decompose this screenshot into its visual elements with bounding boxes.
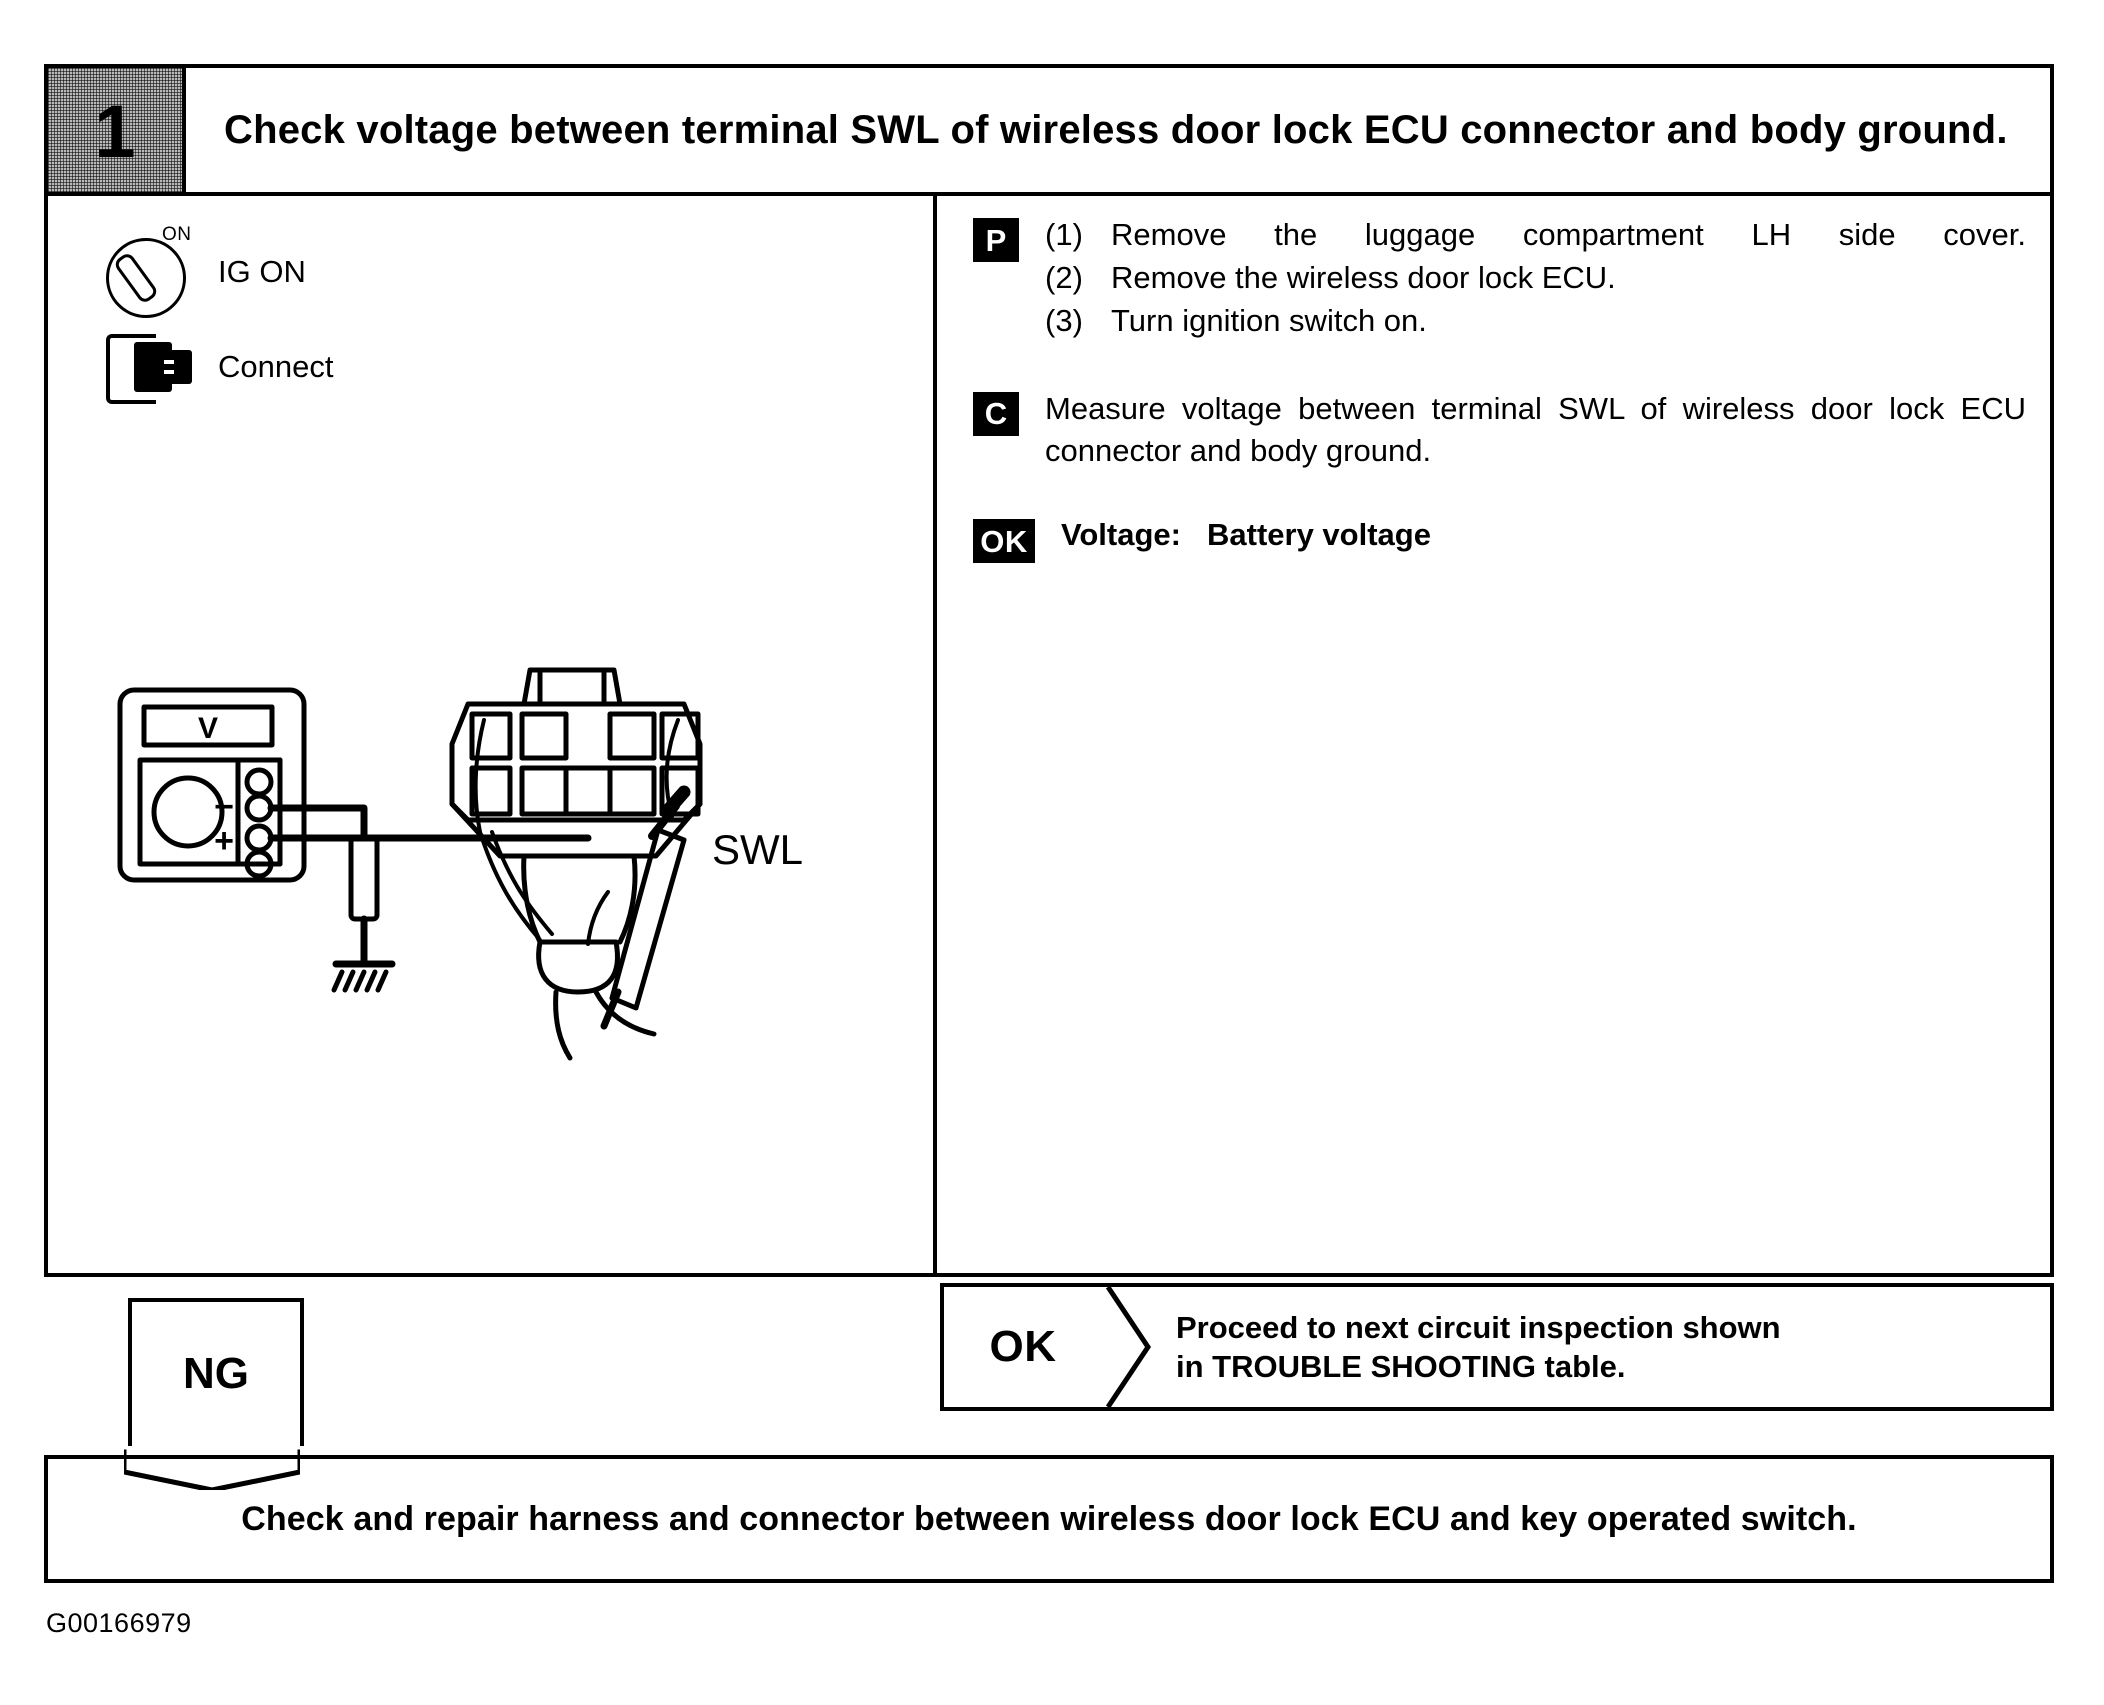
ok-outcome-text-line1: Proceed to next circuit inspection shown (1176, 1309, 1781, 1345)
badge-p: P (973, 218, 1019, 262)
outcome-ng: NG (124, 1298, 304, 1490)
step-text: Remove the luggage compartment LH side c… (1111, 217, 2026, 252)
boot-wire-a (553, 989, 573, 1061)
ok-spec-line: Voltage: Battery voltage (1061, 515, 2026, 555)
step-text: Turn ignition switch on. (1111, 303, 1427, 339)
ng-label: NG (183, 1349, 249, 1398)
ground-probe-body (348, 834, 380, 922)
ignition-key-icon: ON (106, 224, 191, 318)
result-action-box: Check and repair harness and connector b… (44, 1455, 2054, 1583)
multimeter-display (141, 704, 275, 748)
list-item: (1) Remove the luggage compartment LH si… (1045, 214, 2026, 255)
ok-spec-value: Battery voltage (1207, 517, 1431, 553)
step-box: 1 Check voltage between terminal SWL of … (44, 64, 2054, 1277)
wire-trace-3 (490, 830, 554, 936)
preparation-list: (1) Remove the luggage compartment LH si… (1045, 214, 2026, 342)
instruction-block-ok-spec: OK Voltage: Battery voltage (973, 515, 2026, 564)
connector-plug-tip (166, 350, 192, 384)
step-marker: (3) (1045, 303, 1083, 339)
meter-display-value: V (198, 712, 218, 745)
ok-outcome-text-line2: in TROUBLE SHOOTING table. (1176, 1349, 1626, 1384)
jack-plus-label: + (214, 822, 234, 860)
connector-rear-shell (449, 801, 703, 859)
connector-slot-bottom (164, 370, 174, 374)
connector-plug-body (134, 342, 172, 392)
instruction-block-check: C Measure voltage between terminal SWL o… (973, 388, 2026, 472)
connector-icon (106, 334, 192, 404)
condition-ig-on: ON IG ON (106, 224, 306, 318)
boot-wire-b (593, 989, 657, 1037)
cavity-top-4 (659, 711, 701, 761)
multimeter-jack-panel (235, 757, 283, 867)
wire-trace-1 (473, 718, 486, 834)
ignition-on-badge: ON (162, 224, 192, 245)
ok-outcome-text: Proceed to next circuit inspection shown… (1158, 1308, 2050, 1387)
harness-boot (536, 939, 620, 995)
connector-slot-top (164, 360, 174, 364)
ok-spec-label: Voltage: (1061, 517, 1181, 553)
check-text: Measure voltage between terminal SWL of … (1045, 390, 2026, 468)
condition-ig-on-label: IG ON (218, 254, 306, 289)
step-text: Remove the wireless door lock ECU. (1111, 260, 1616, 296)
connector-shell (106, 334, 156, 404)
jack-minus-label: − (214, 788, 234, 826)
badge-c: C (973, 391, 1019, 436)
multimeter-jack-plus (244, 823, 274, 853)
step-number: 1 (94, 90, 136, 173)
swl-probe-lead (600, 988, 622, 1030)
step-marker: (2) (1045, 260, 1083, 296)
ok-specification: Voltage: Battery voltage (1061, 515, 2026, 563)
ground-symbol (331, 969, 389, 993)
cavity-top-2 (519, 711, 569, 761)
step-body: ON IG ON Connect (48, 192, 2050, 1273)
ok-outcome-label: OK (989, 1322, 1057, 1371)
result-action-text: Check and repair harness and connector b… (241, 1499, 1857, 1538)
harness-right (617, 853, 638, 945)
list-item: (3) Turn ignition switch on. (1045, 300, 2026, 341)
preparation-steps: (1) Remove the luggage compartment LH si… (1045, 214, 2026, 344)
connector-latch-right (601, 667, 623, 707)
multimeter-jack-4 (244, 849, 274, 879)
multimeter-body (117, 687, 307, 883)
instruction-block-preparation: P (1) Remove the luggage compartment LH … (973, 214, 2026, 344)
multimeter-jack-1 (244, 767, 274, 797)
step-number-badge: 1 (48, 68, 186, 192)
step-marker: (1) (1045, 217, 1083, 252)
cavity-bot-2 (519, 765, 569, 817)
cavity-bot-4 (607, 765, 657, 817)
condition-connect: Connect (106, 334, 334, 404)
negative-lead (267, 804, 368, 841)
swl-probe-body (609, 827, 687, 1011)
cavity-top-3 (607, 711, 657, 761)
document-id: G00166979 (46, 1608, 192, 1638)
measurement-illustration: V − + SWL (117, 667, 803, 1061)
condition-connect-label: Connect (218, 349, 334, 384)
multimeter-jack-minus (244, 793, 274, 823)
check-description: Measure voltage between terminal SWL of … (1045, 388, 2026, 472)
multimeter-dial (151, 775, 225, 849)
connector-latch-left (521, 667, 543, 707)
cavity-top-1 (469, 711, 513, 761)
connector-latch-center (537, 667, 607, 707)
badge-ok: OK (973, 519, 1035, 564)
cavity-bot-3 (563, 765, 613, 817)
ng-shield: NG (128, 1298, 304, 1446)
step-title: Check voltage between terminal SWL of wi… (224, 107, 2008, 152)
swl-terminal-label: SWL (712, 826, 803, 873)
cavity-bot-1 (469, 765, 513, 817)
wire-trace-5 (586, 890, 610, 946)
diagram-pane: ON IG ON Connect (48, 192, 937, 1273)
outcome-ok-box: OK Proceed to next circuit inspection sh… (940, 1283, 2054, 1411)
step-header: 1 Check voltage between terminal SWL of … (48, 68, 2050, 196)
list-item: (2) Remove the wireless door lock ECU. (1045, 257, 2026, 298)
ignition-circle (106, 238, 186, 318)
wire-trace-2 (478, 830, 542, 942)
step-title-area: Check voltage between terminal SWL of wi… (186, 68, 2050, 192)
instructions-pane: P (1) Remove the luggage compartment LH … (937, 192, 2050, 1273)
chevron-right-icon (1102, 1285, 1158, 1409)
cavity-bot-5 (659, 765, 701, 817)
